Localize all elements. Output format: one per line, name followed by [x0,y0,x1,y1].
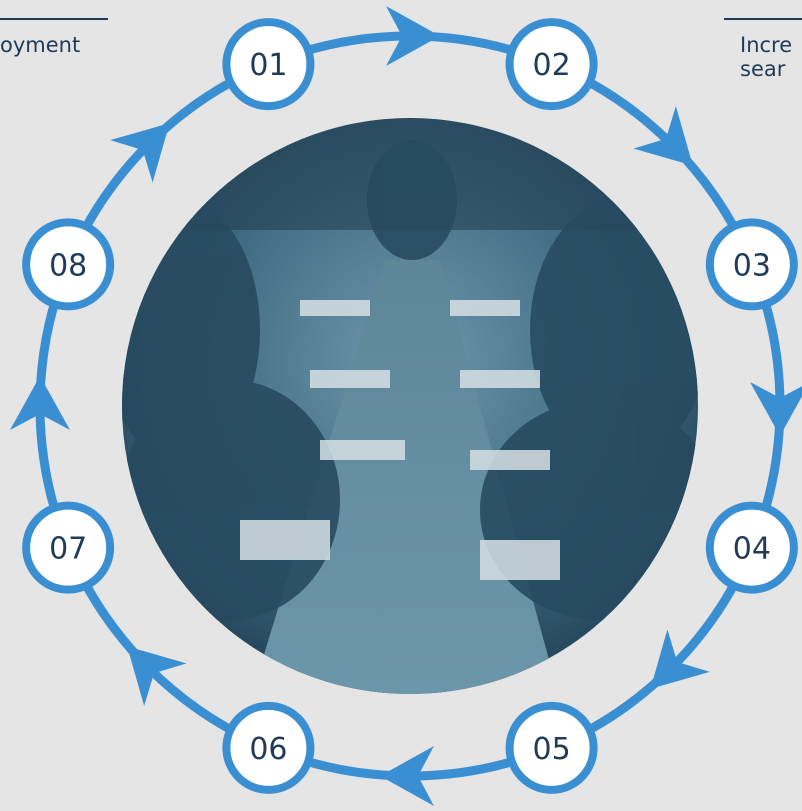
step-node-05: 05 [505,701,598,794]
step-number: 04 [733,532,771,567]
step-node-03: 03 [705,218,798,311]
step-node-circle [505,18,598,111]
left-divider-line [0,18,108,20]
step-node-circle [22,501,115,594]
left-text-fragment: oyment [0,33,81,57]
cycle-arrow-icon [750,382,802,436]
cycle-arrow-icon [380,746,434,806]
meeting-photo [122,118,698,694]
step-node-02: 02 [505,18,598,111]
step-number: 02 [532,48,570,83]
step-number: 08 [49,248,87,283]
cycle-arrow-icon [633,106,693,166]
step-number: 03 [733,248,771,283]
step-node-circle [222,18,315,111]
step-node-04: 04 [705,501,798,594]
step-number: 05 [532,732,570,767]
step-node-06: 06 [222,701,315,794]
right-text-fragment-line2: sear [740,57,786,81]
right-text-fragment-line1: Incre [740,33,793,57]
step-node-circle [22,218,115,311]
cycle-arrow-icon [110,123,170,183]
cycle-arrow-icon [10,376,70,430]
cycle-arrow-icon [386,6,440,66]
step-node-08: 08 [22,218,115,311]
step-node-07: 07 [22,501,115,594]
right-divider-line [724,18,802,20]
step-node-circle [222,701,315,794]
step-node-circle [505,701,598,794]
step-node-circle [705,218,798,311]
step-node-circle [705,501,798,594]
step-number: 07 [49,532,87,567]
cycle-arrow-icon [650,629,710,689]
step-number: 01 [249,48,287,83]
cycle-arrow-icon [127,646,187,706]
step-number: 06 [249,732,287,767]
step-node-01: 01 [222,18,315,111]
